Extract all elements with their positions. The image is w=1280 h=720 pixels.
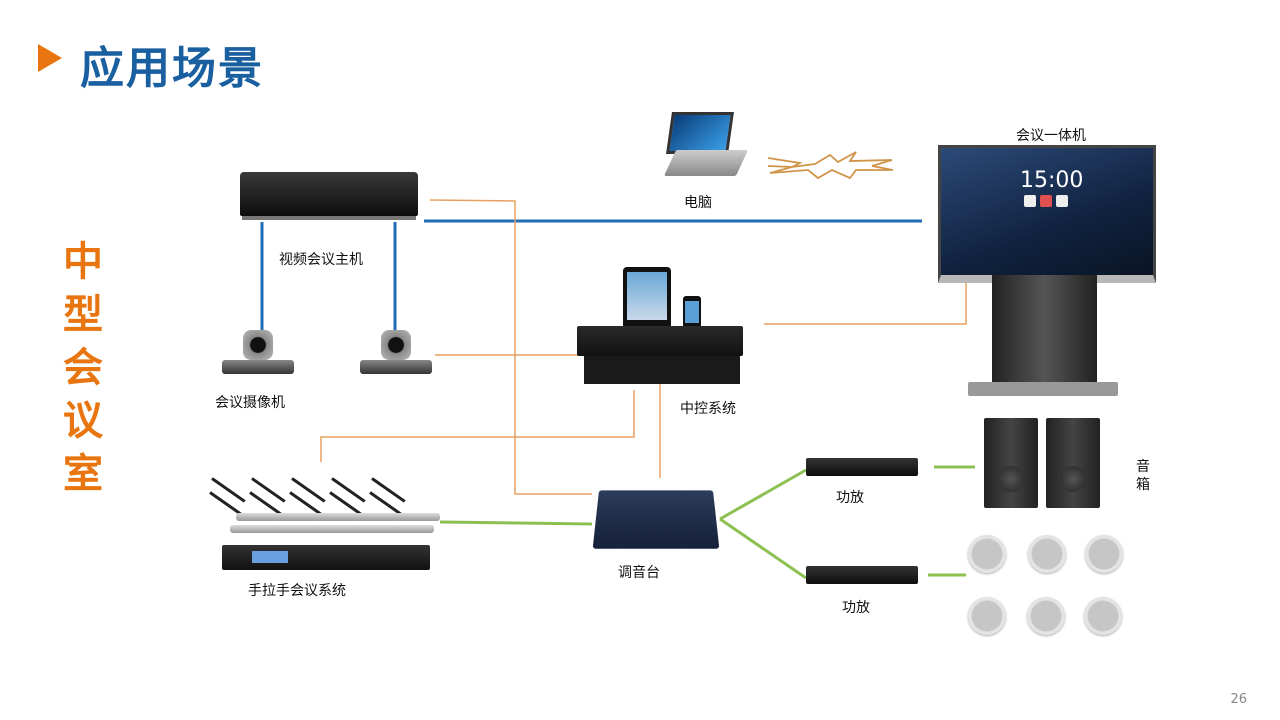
- video-conference-host-icon: [240, 172, 418, 216]
- display-clock: 15:00: [1020, 168, 1084, 193]
- ceiling-speaker-icon: [1084, 597, 1122, 635]
- mic-system-label: 手拉手会议系统: [248, 583, 346, 599]
- display-label: 会议一体机: [1016, 128, 1086, 144]
- display-stand-base: [968, 382, 1118, 396]
- laptop-icon: [666, 112, 734, 154]
- wireless-signal-icon: [767, 151, 894, 180]
- side-title-char: 室: [63, 451, 103, 497]
- speaker-icon: [1046, 418, 1100, 508]
- ptz-camera-icon: [222, 330, 294, 374]
- page-number: 26: [1230, 692, 1247, 707]
- ceiling-speaker-icon: [968, 597, 1006, 635]
- control-line-host-mixer: [429, 199, 592, 495]
- display-stand: [992, 275, 1097, 385]
- amplifier-icon: [806, 566, 918, 584]
- control-line-central-display: [764, 280, 967, 325]
- tablet-screen: [627, 272, 667, 320]
- ceiling-speaker-icon: [1028, 535, 1066, 573]
- side-title-char: 议: [63, 398, 103, 444]
- audio-line-mic-mixer: [439, 520, 593, 526]
- display-app-icon: [1024, 195, 1036, 207]
- amp-1-label: 功放: [836, 490, 864, 506]
- camera-label: 会议摄像机: [215, 395, 285, 411]
- display-app-icon: [1056, 195, 1068, 207]
- central-control-label: 中控系统: [680, 401, 736, 417]
- mixer-label: 调音台: [618, 565, 660, 581]
- side-title: 中 型 会 议 室: [58, 236, 108, 501]
- side-title-char: 会: [63, 345, 103, 391]
- laptop-keyboard: [663, 150, 749, 176]
- speaker-icon: [984, 418, 1038, 508]
- amplifier-icon: [806, 458, 918, 476]
- title-arrow-icon: [38, 44, 62, 72]
- speaker-label: 音箱: [1136, 459, 1150, 493]
- side-title-char: 中: [63, 239, 103, 285]
- control-line-central-mic: [320, 390, 635, 462]
- laptop-label: 电脑: [684, 195, 712, 211]
- audio-line-mixer-amp1: [719, 468, 807, 521]
- ceiling-speaker-icon: [1085, 535, 1123, 573]
- ceiling-speaker-icon: [968, 535, 1006, 573]
- mic-system-lcd: [252, 551, 288, 563]
- audio-line-mixer-amp2: [719, 517, 807, 580]
- ceiling-speaker-icon: [1027, 597, 1065, 635]
- interactive-display-icon: [938, 145, 1156, 283]
- central-control-rear-panel: [584, 356, 740, 384]
- slide-title: 应用场景: [80, 43, 264, 94]
- side-title-char: 型: [63, 292, 103, 338]
- audio-mixer-icon: [592, 490, 720, 549]
- ptz-camera-icon: [360, 330, 432, 374]
- video-host-label: 视频会议主机: [279, 252, 363, 268]
- conference-mic-system-icon: [209, 475, 440, 545]
- amp-2-label: 功放: [842, 600, 870, 616]
- display-app-icon: [1040, 195, 1052, 207]
- central-control-icon: [577, 326, 743, 356]
- phone-screen: [685, 301, 699, 323]
